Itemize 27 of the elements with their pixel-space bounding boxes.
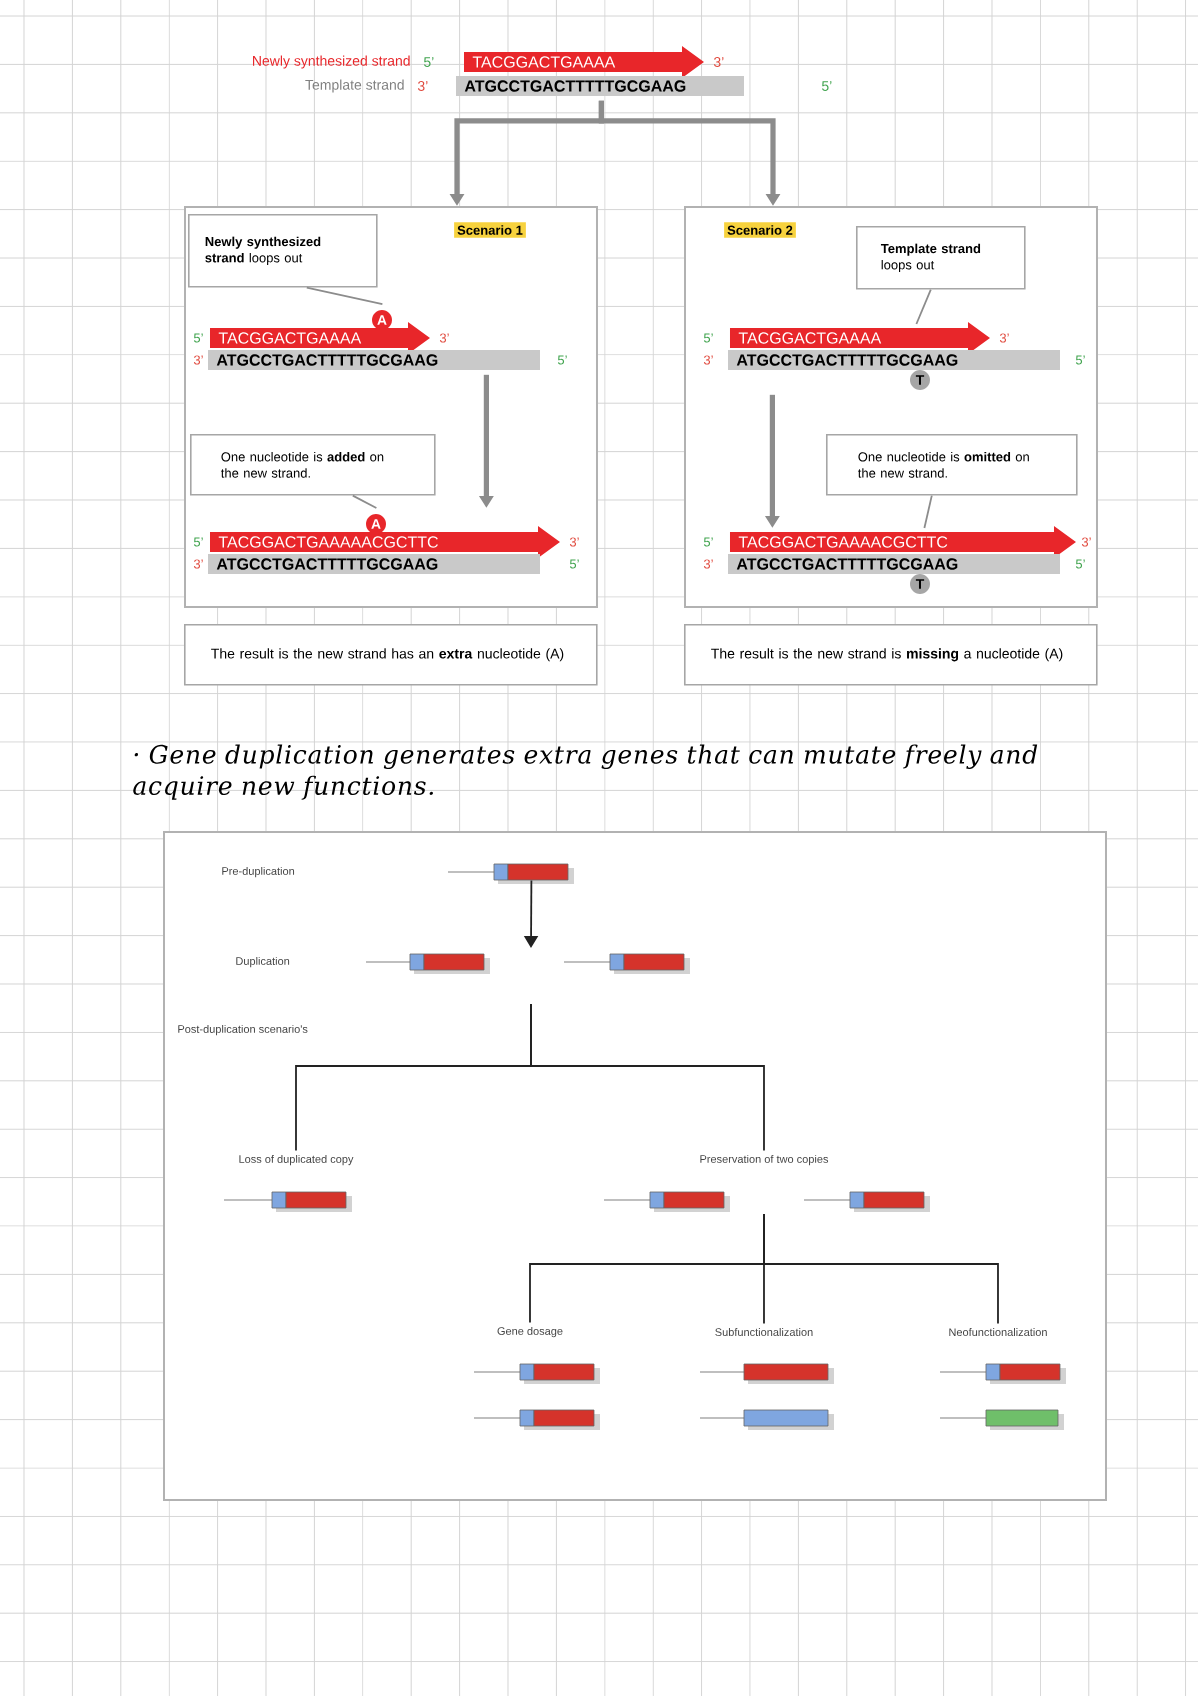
gene-drawing bbox=[939, 1409, 1064, 1430]
gene-drawing bbox=[473, 1409, 600, 1430]
tree-line bbox=[763, 1213, 999, 1325]
template-strand: ATGCCTGACTTTTTGCGAAG bbox=[728, 554, 1060, 574]
template-strand: ATGCCTGACTTTTTGCGAAG bbox=[208, 554, 540, 574]
leader-line bbox=[915, 288, 932, 325]
gene-drawing bbox=[699, 1363, 834, 1384]
leader-line bbox=[923, 494, 933, 529]
gene-drawing bbox=[803, 1191, 930, 1212]
gene-drawing bbox=[447, 863, 574, 884]
gene-drawing bbox=[473, 1363, 600, 1384]
synthesized-strand: TACGGACTGAAAACGCTTC bbox=[730, 526, 1076, 558]
gene-drawing bbox=[365, 953, 490, 974]
gene-drawing bbox=[603, 1191, 730, 1212]
template-strand: ATGCCTGACTTTTTGCGAAG bbox=[208, 350, 540, 370]
template-strand: ATGCCTGACTTTTTGCGAAG bbox=[728, 350, 1060, 370]
gene-drawing bbox=[939, 1363, 1066, 1384]
tree-line bbox=[530, 1003, 765, 1152]
template-strand: ATGCCTGACTTTTTGCGAAG bbox=[456, 76, 744, 96]
handwritten-note: · Gene duplication generates extra genes that can mutate freely and acquire new functions. bbox=[133, 744, 1038, 800]
gene-drawing bbox=[699, 1409, 834, 1430]
gene-drawing bbox=[563, 953, 690, 974]
leader-line bbox=[305, 286, 384, 305]
leader-line bbox=[351, 494, 378, 509]
gene-drawing bbox=[223, 1191, 352, 1212]
synthesized-strand: TACGGACTGAAAA bbox=[464, 46, 704, 78]
synthesized-strand: TACGGACTGAAAA bbox=[730, 322, 990, 354]
